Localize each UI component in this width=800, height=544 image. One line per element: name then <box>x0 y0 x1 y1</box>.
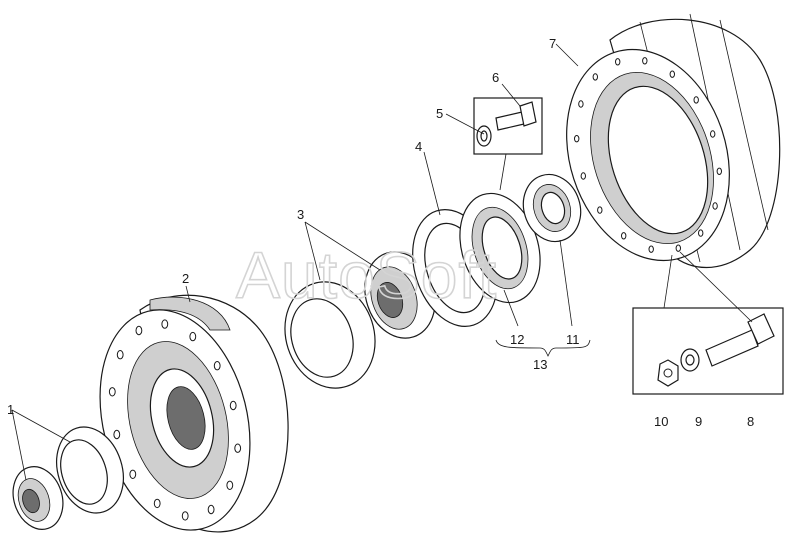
bolt-inset <box>473 97 543 155</box>
drum-bolt-hole <box>669 70 675 78</box>
drum-bolt-hole <box>592 73 598 81</box>
hub-bolt-hole <box>213 361 221 371</box>
drum-bolt-hole <box>675 244 681 252</box>
callout-5: 5 <box>436 106 443 121</box>
seal-11 <box>522 173 582 243</box>
hub-bolt-hole <box>207 504 215 515</box>
drum-bolt-hole <box>693 96 699 104</box>
callout-9: 9 <box>695 414 702 429</box>
callout-10: 10 <box>654 414 668 429</box>
seal-12 <box>459 192 541 304</box>
callout-2: 2 <box>182 271 189 286</box>
drum-bolt-hole <box>578 100 584 108</box>
callout-7: 7 <box>549 36 556 51</box>
drum-bolt-hole <box>698 229 704 237</box>
drum-bolt-hole <box>597 206 603 214</box>
wheel-hub <box>99 294 289 533</box>
callout-8: 8 <box>747 414 754 429</box>
hub-bolt-hole <box>108 387 116 397</box>
hub-bolt-hole <box>161 319 169 329</box>
callout-1: 1 <box>7 402 14 417</box>
hub-bolt-hole <box>135 325 143 336</box>
drum-bolt-hole <box>648 245 654 253</box>
callout-12: 12 <box>510 332 524 347</box>
drum-bolt-hole <box>615 58 621 66</box>
stud-inset <box>632 307 784 395</box>
hub-bolt-hole <box>226 480 234 490</box>
drum-bolt-hole <box>621 232 627 240</box>
callout-4: 4 <box>415 139 422 154</box>
hub-bolt-hole <box>153 498 161 509</box>
callout-11: 11 <box>566 332 580 347</box>
callout-3: 3 <box>297 207 304 222</box>
drum-bolt-hole <box>574 135 580 143</box>
outer-bearing-set <box>12 426 124 530</box>
leader-lines <box>11 43 753 481</box>
drum-bolt-hole <box>716 167 722 176</box>
autosoft-watermark: AutoSoft <box>236 238 497 312</box>
hub-bolt-hole <box>234 443 242 453</box>
hub-bolt-hole <box>189 331 197 342</box>
drum-bolt-hole <box>710 130 716 138</box>
callout-6: 6 <box>492 70 499 85</box>
callout-13: 13 <box>533 357 547 372</box>
drum-bolt-hole <box>580 172 586 180</box>
hub-bolt-hole <box>116 350 124 360</box>
inner-bearing-set <box>284 251 436 389</box>
drum-bolt-hole <box>642 57 648 65</box>
hub-bolt-hole <box>129 469 137 479</box>
hub-bolt-hole <box>113 429 121 440</box>
hub-bolt-hole <box>181 511 189 521</box>
brake-drum <box>566 13 781 269</box>
hub-bolt-hole <box>229 400 237 411</box>
drum-bolt-hole <box>712 202 718 210</box>
